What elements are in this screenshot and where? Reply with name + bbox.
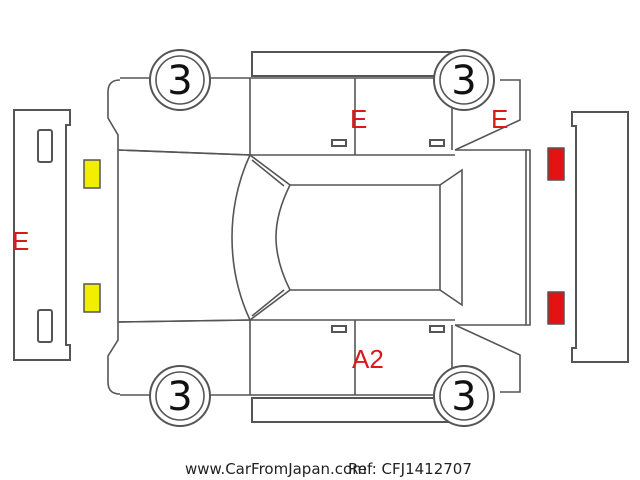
tire-rear-right-grade: 3 bbox=[451, 374, 476, 420]
rear-view-panel bbox=[571, 111, 629, 363]
tire-rear-left: 3 bbox=[149, 365, 211, 427]
damage-mark-roof: E bbox=[350, 104, 367, 134]
top-side-body bbox=[107, 51, 521, 156]
footer-site: www.CarFromJapan.com bbox=[185, 460, 367, 478]
damage-mark-bottom-door: A2 bbox=[352, 344, 384, 374]
front-view-panel bbox=[13, 109, 71, 361]
yellow-lamp-bottom bbox=[83, 283, 101, 313]
damage-mark-right-top: E bbox=[491, 104, 508, 134]
tire-front-right-grade: 3 bbox=[451, 58, 476, 104]
tire-rear-left-grade: 3 bbox=[167, 374, 192, 420]
tire-front-right: 3 bbox=[433, 49, 495, 111]
tire-front-left-grade: 3 bbox=[167, 58, 192, 104]
tire-rear-right: 3 bbox=[433, 365, 495, 427]
red-lamp-bottom bbox=[547, 291, 565, 325]
yellow-lamp-top bbox=[83, 159, 101, 189]
red-lamp-top bbox=[547, 147, 565, 181]
tire-front-left: 3 bbox=[149, 49, 211, 111]
damage-mark-left-panel: E bbox=[12, 226, 29, 256]
top-view-body bbox=[65, 149, 531, 326]
footer-ref: Ref: CFJ1412707 bbox=[348, 460, 472, 478]
